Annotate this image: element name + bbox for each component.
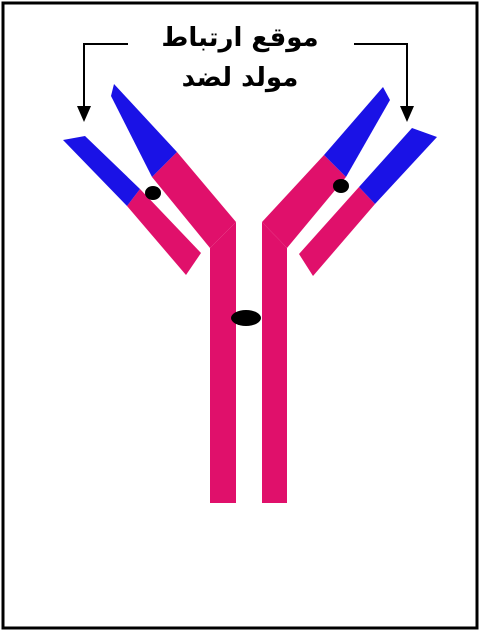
left-disulfide-bond — [145, 186, 161, 200]
heavy-chain-right-stem — [262, 222, 287, 503]
label-line-1: موقع ارتباط — [161, 23, 318, 53]
label-line-2: مولد لضد — [182, 63, 299, 93]
heavy-chain-left-stem — [210, 222, 236, 503]
right-disulfide-bond — [333, 179, 349, 193]
hinge-disulfide-bond — [231, 310, 261, 326]
